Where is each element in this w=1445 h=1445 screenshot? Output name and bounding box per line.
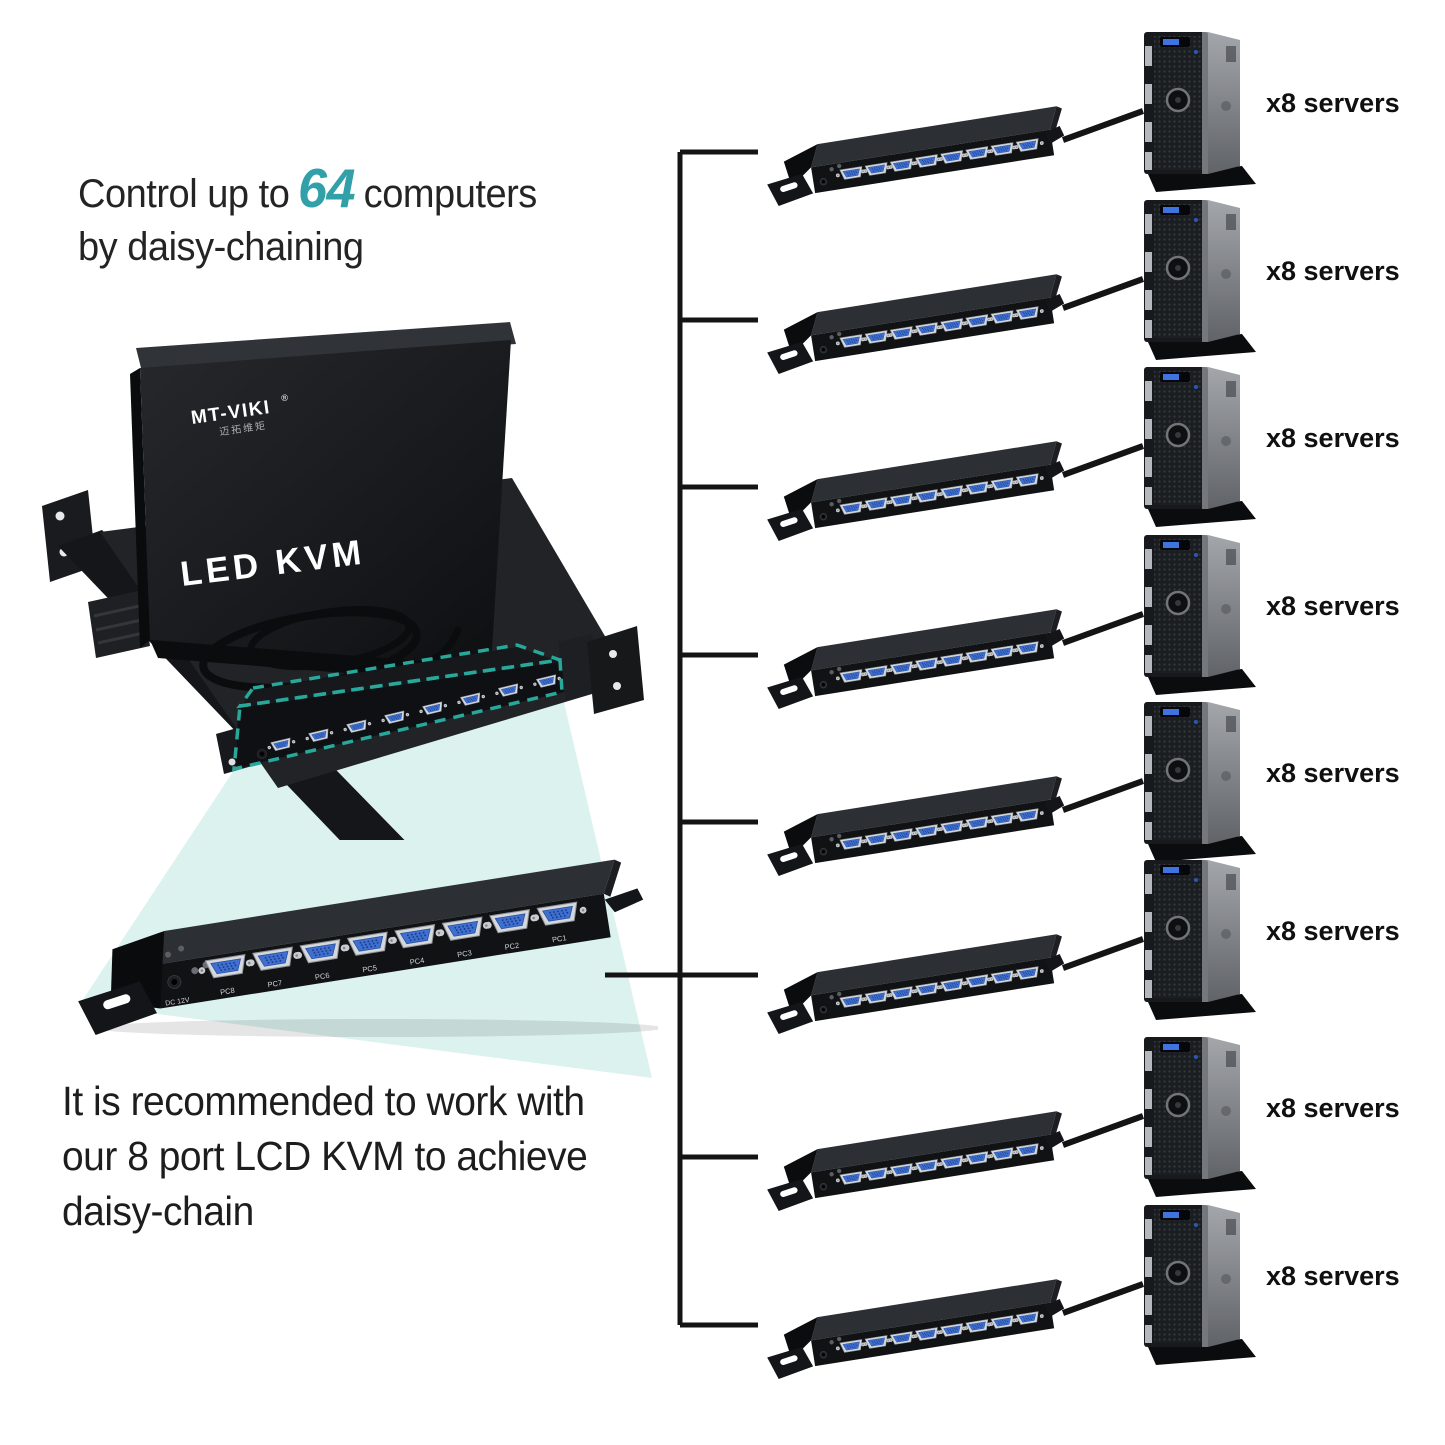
port-label: PC3 (457, 948, 473, 959)
server-count-label: x8 servers (1266, 423, 1400, 453)
lid-top-cap (136, 322, 516, 372)
note-line1: It is recommended to work with (62, 1078, 585, 1124)
mount-ear-left (78, 981, 157, 1035)
headline-suffix: computers (363, 172, 538, 216)
console-lid (140, 340, 511, 666)
headline-highlight-64: 64 (297, 157, 356, 219)
daisy-chain-row: x8 servers (760, 1029, 1445, 1199)
server-count-label: x8 servers (1266, 758, 1400, 788)
server-count-label: x8 servers (1266, 916, 1400, 946)
kvm-switch-8port-illustration: DC 12V PC8 PC7 PC6 PC5 PC4 PC3 PC2 PC1 (78, 859, 658, 1037)
port-label: PC4 (409, 956, 425, 967)
server-tower-illustration (1142, 700, 1258, 864)
port-label: PC1 (551, 933, 567, 944)
daisy-chain-row: x8 servers (760, 694, 1445, 864)
kvm-switch-illustration (763, 1265, 1079, 1385)
port-label: PC6 (314, 971, 330, 982)
note-line3: daisy-chain (62, 1188, 254, 1234)
daisy-chain-row: x8 servers (760, 24, 1445, 194)
server-count-label: x8 servers (1266, 1093, 1400, 1123)
daisy-chain-row: x8 servers (760, 359, 1445, 529)
server-tower-illustration (1142, 1035, 1258, 1199)
port-label: PC2 (504, 941, 520, 952)
port-label: PC5 (362, 963, 378, 974)
port-label: PC7 (267, 978, 283, 989)
server-tower-illustration (1142, 365, 1258, 529)
power-label: DC 12V (165, 997, 191, 1008)
daisy-chain-row: x8 servers (760, 527, 1445, 697)
registered-mark-icon: ® (281, 392, 289, 403)
daisy-chain-row: x8 servers (760, 1197, 1445, 1367)
server-tower-illustration (1142, 30, 1258, 194)
server-count-label: x8 servers (1266, 591, 1400, 621)
kvm-switch-illustration (763, 920, 1079, 1040)
server-tower-illustration (1142, 533, 1258, 697)
headline-line2: by daisy-chaining (78, 225, 364, 269)
mount-ear-right (604, 888, 644, 913)
highlight-dashed-box (232, 643, 564, 772)
daisy-chain-row: x8 servers (760, 852, 1445, 1022)
server-tower-illustration (1142, 1203, 1258, 1367)
daisy-chain-row: x8 servers (760, 192, 1445, 362)
port-label: PC8 (220, 986, 236, 997)
server-tower-illustration (1142, 198, 1258, 362)
note-text: It is recommended to work with our 8 por… (62, 1074, 588, 1239)
lcd-kvm-console-illustration: MT-VIKI ® 迈拓维矩 LED KVM (42, 322, 644, 840)
headline-prefix: Control up to (78, 172, 290, 216)
server-count-label: x8 servers (1266, 88, 1400, 118)
server-tower-illustration (1142, 858, 1258, 1022)
server-count-label: x8 servers (1266, 256, 1400, 286)
server-count-label: x8 servers (1266, 1261, 1400, 1291)
keyboard (88, 590, 150, 658)
note-line2: our 8 port LCD KVM to achieve (62, 1133, 588, 1179)
rack-ear-right (587, 626, 644, 714)
